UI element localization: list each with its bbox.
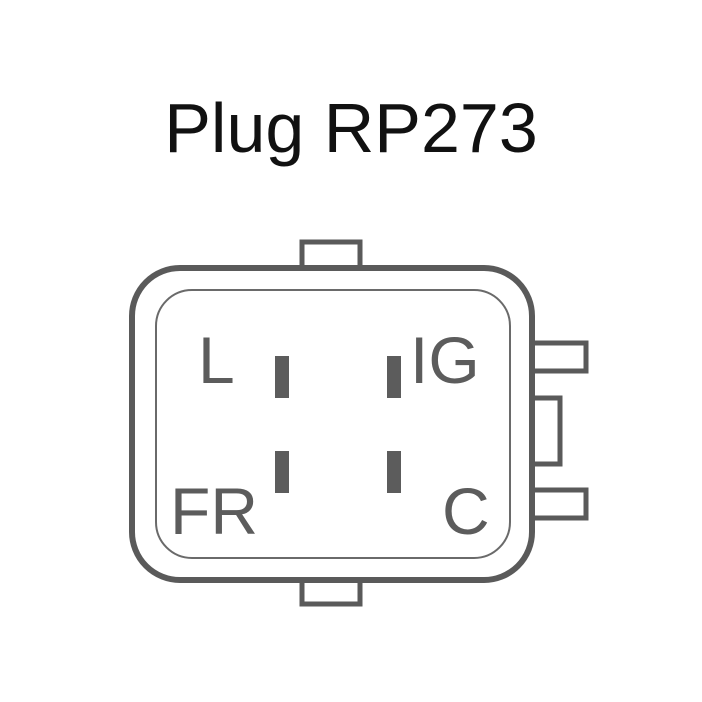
pin-label-ig: IG (410, 323, 480, 397)
connector-housing-inner (155, 289, 511, 559)
right-tab-upper (529, 340, 589, 374)
pin-label-fr: FR (170, 474, 258, 548)
right-tab-middle (529, 395, 563, 467)
pin-terminal-fr (275, 451, 289, 493)
right-tab-lower (529, 487, 589, 521)
pin-terminal-ig (387, 356, 401, 398)
pin-terminal-c (387, 451, 401, 493)
pin-label-c: C (442, 474, 490, 548)
pin-terminal-l (275, 356, 289, 398)
connector-housing-outer (129, 265, 535, 583)
pin-label-l: L (198, 323, 235, 397)
page-title: Plug RP273 (164, 89, 538, 167)
